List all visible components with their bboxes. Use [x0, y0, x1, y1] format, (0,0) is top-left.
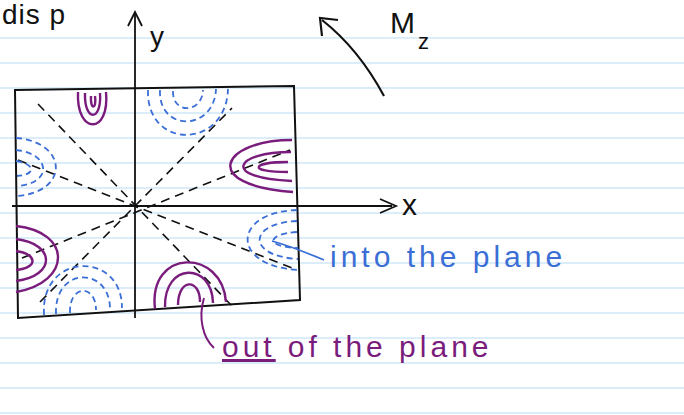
- leader-line: [201, 298, 214, 348]
- ruled-lines: [0, 38, 684, 413]
- axis-note: dis p: [2, 0, 66, 31]
- contour-note: into the plane: [330, 240, 566, 273]
- into-plane-contours: [16, 89, 298, 315]
- moment-label: M: [390, 6, 416, 39]
- moment-arrow: [320, 18, 384, 96]
- axis-label: x: [402, 188, 418, 221]
- leader-line: [272, 241, 324, 260]
- contour-note: of the plane: [288, 330, 493, 363]
- moment-subscript: z: [418, 30, 430, 54]
- contour-note: out: [222, 330, 276, 363]
- axis-label: y: [150, 22, 165, 53]
- square-plate: [15, 86, 300, 318]
